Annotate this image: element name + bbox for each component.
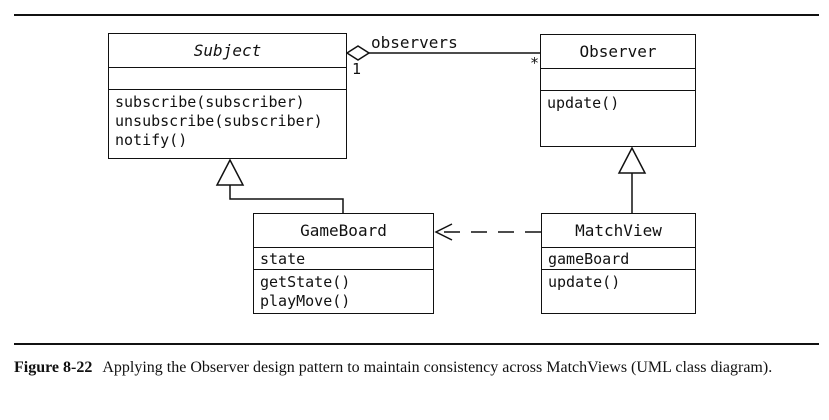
operation-compartment: getState() playMove() bbox=[254, 270, 433, 314]
class-name: Subject bbox=[109, 34, 346, 68]
operation: getState() bbox=[260, 273, 351, 291]
class-gameboard: GameBoard state getState() playMove() bbox=[253, 213, 434, 314]
generalization-arrowhead-subject bbox=[215, 158, 245, 186]
operation: notify() bbox=[115, 131, 188, 149]
operation-compartment: update() bbox=[541, 91, 695, 116]
attribute: state bbox=[260, 250, 306, 268]
dependency-arrowhead bbox=[434, 223, 453, 241]
operation-compartment: update() bbox=[542, 270, 695, 295]
operation: unsubscribe(subscriber) bbox=[115, 112, 323, 130]
class-name: Observer bbox=[541, 35, 695, 69]
class-name: MatchView bbox=[542, 214, 695, 248]
top-rule bbox=[14, 14, 819, 16]
figure-caption: Figure 8-22 Applying the Observer design … bbox=[14, 357, 819, 378]
class-subject: Subject subscribe(subscriber) unsubscrib… bbox=[108, 33, 347, 159]
aggregation-diamond bbox=[345, 45, 371, 61]
attribute-compartment: state bbox=[254, 248, 433, 270]
attribute-compartment: gameBoard bbox=[542, 248, 695, 270]
association-label: observers bbox=[371, 33, 458, 52]
operation: playMove() bbox=[260, 292, 351, 310]
observer-multiplicity: * bbox=[530, 54, 540, 72]
class-matchview: MatchView gameBoard update() bbox=[541, 213, 696, 314]
attribute-compartment bbox=[109, 68, 346, 90]
operation: update() bbox=[548, 273, 621, 291]
figure-label: Figure 8-22 bbox=[14, 359, 93, 376]
bottom-rule bbox=[14, 343, 819, 345]
generalization-line-gameboard bbox=[229, 185, 344, 213]
attribute-compartment bbox=[541, 69, 695, 91]
subject-multiplicity: 1 bbox=[352, 60, 362, 78]
attribute: gameBoard bbox=[548, 250, 630, 268]
generalization-arrowhead-observer bbox=[617, 146, 647, 174]
operation: subscribe(subscriber) bbox=[115, 93, 305, 111]
operation-compartment: subscribe(subscriber) unsubscribe(subscr… bbox=[109, 90, 346, 153]
operation: update() bbox=[547, 94, 620, 112]
class-observer: Observer update() bbox=[540, 34, 696, 147]
class-name: GameBoard bbox=[254, 214, 433, 248]
caption-text: Applying the Observer design pattern to … bbox=[102, 359, 773, 376]
